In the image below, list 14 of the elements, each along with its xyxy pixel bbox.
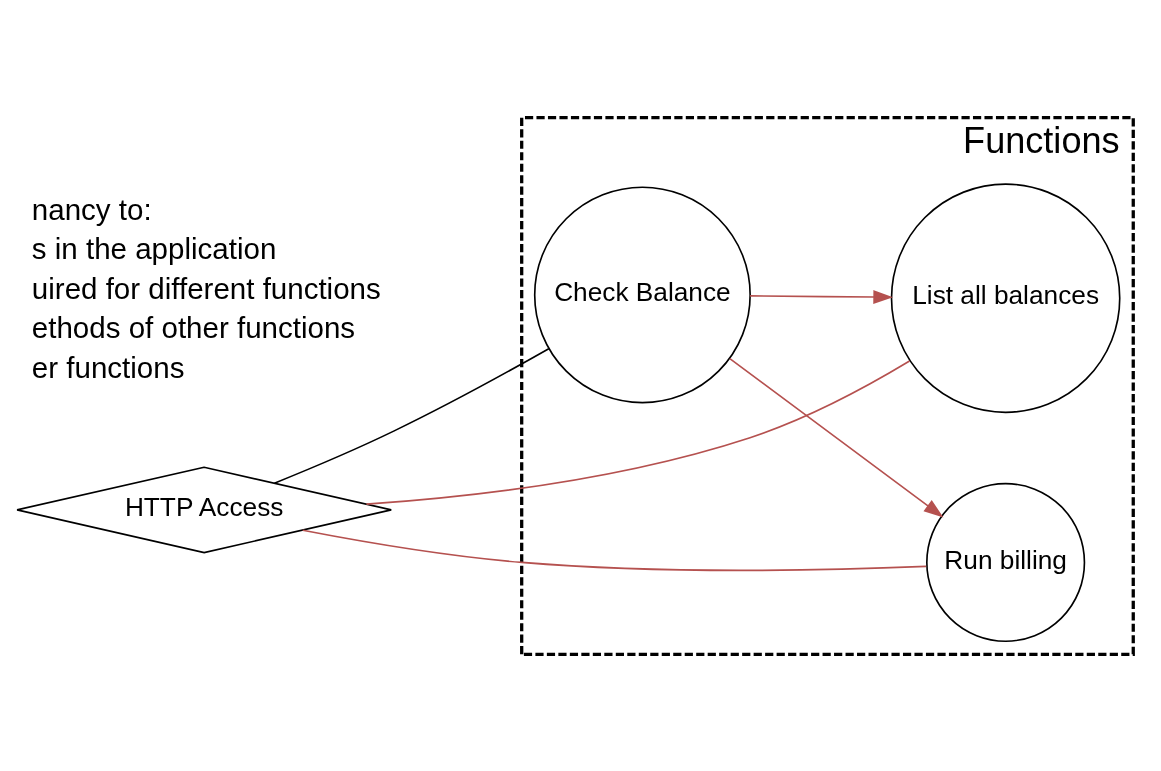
label: uired for different functions xyxy=(31,271,381,305)
arrow xyxy=(749,289,894,304)
node-circle: List all balances xyxy=(890,182,1121,413)
label: er functions xyxy=(31,350,185,384)
connector xyxy=(301,528,927,571)
connector xyxy=(273,347,550,484)
label: ethods of other functions xyxy=(31,310,356,344)
node-diamond: HTTP Access xyxy=(16,465,393,553)
arrow xyxy=(729,357,944,517)
label: nancy to: xyxy=(31,192,152,226)
node-circle: Run billing xyxy=(926,482,1086,642)
label: s in the application xyxy=(31,231,277,265)
node-circle: Check Balance xyxy=(533,185,751,403)
connector xyxy=(365,359,911,505)
